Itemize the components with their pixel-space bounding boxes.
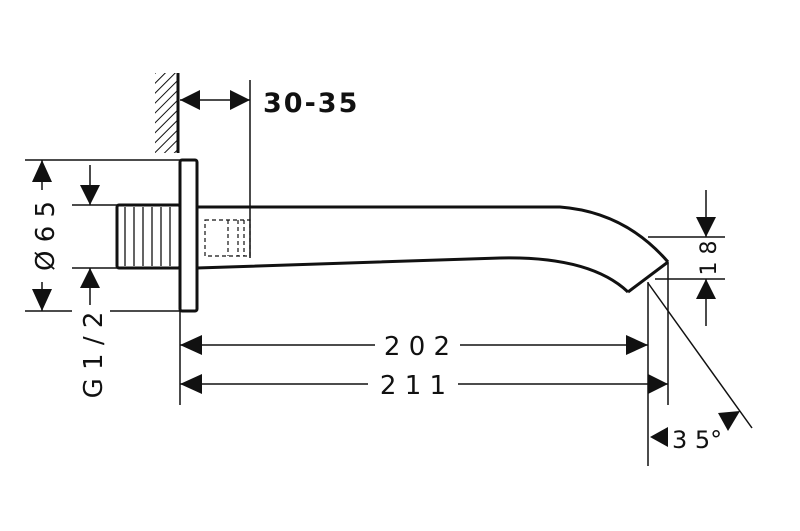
wall bbox=[155, 73, 180, 153]
outlet-height-dimension bbox=[648, 190, 725, 326]
spout-body bbox=[196, 205, 670, 294]
extension-lines bbox=[179, 262, 669, 466]
outlet-height-label: 1 8 bbox=[697, 241, 722, 276]
length-202-dimension bbox=[180, 335, 648, 355]
diameter-label: Ø 6 5 bbox=[31, 201, 61, 271]
thread-label: G 1 / 2 bbox=[79, 312, 109, 399]
length-211-label: 2 1 1 bbox=[380, 371, 446, 401]
rosette-flange bbox=[178, 158, 199, 313]
angle-dimension bbox=[647, 282, 753, 447]
length-202-label: 2 0 2 bbox=[384, 332, 450, 362]
angle-label: 3 5° bbox=[672, 426, 722, 454]
diameter-dimension bbox=[25, 159, 180, 312]
thread-connector bbox=[115, 203, 182, 270]
wall-distance-dimension bbox=[180, 80, 251, 258]
length-211-dimension bbox=[180, 374, 668, 394]
wall-distance-label: 30-35 bbox=[263, 88, 359, 119]
thread-dimension bbox=[72, 165, 117, 305]
